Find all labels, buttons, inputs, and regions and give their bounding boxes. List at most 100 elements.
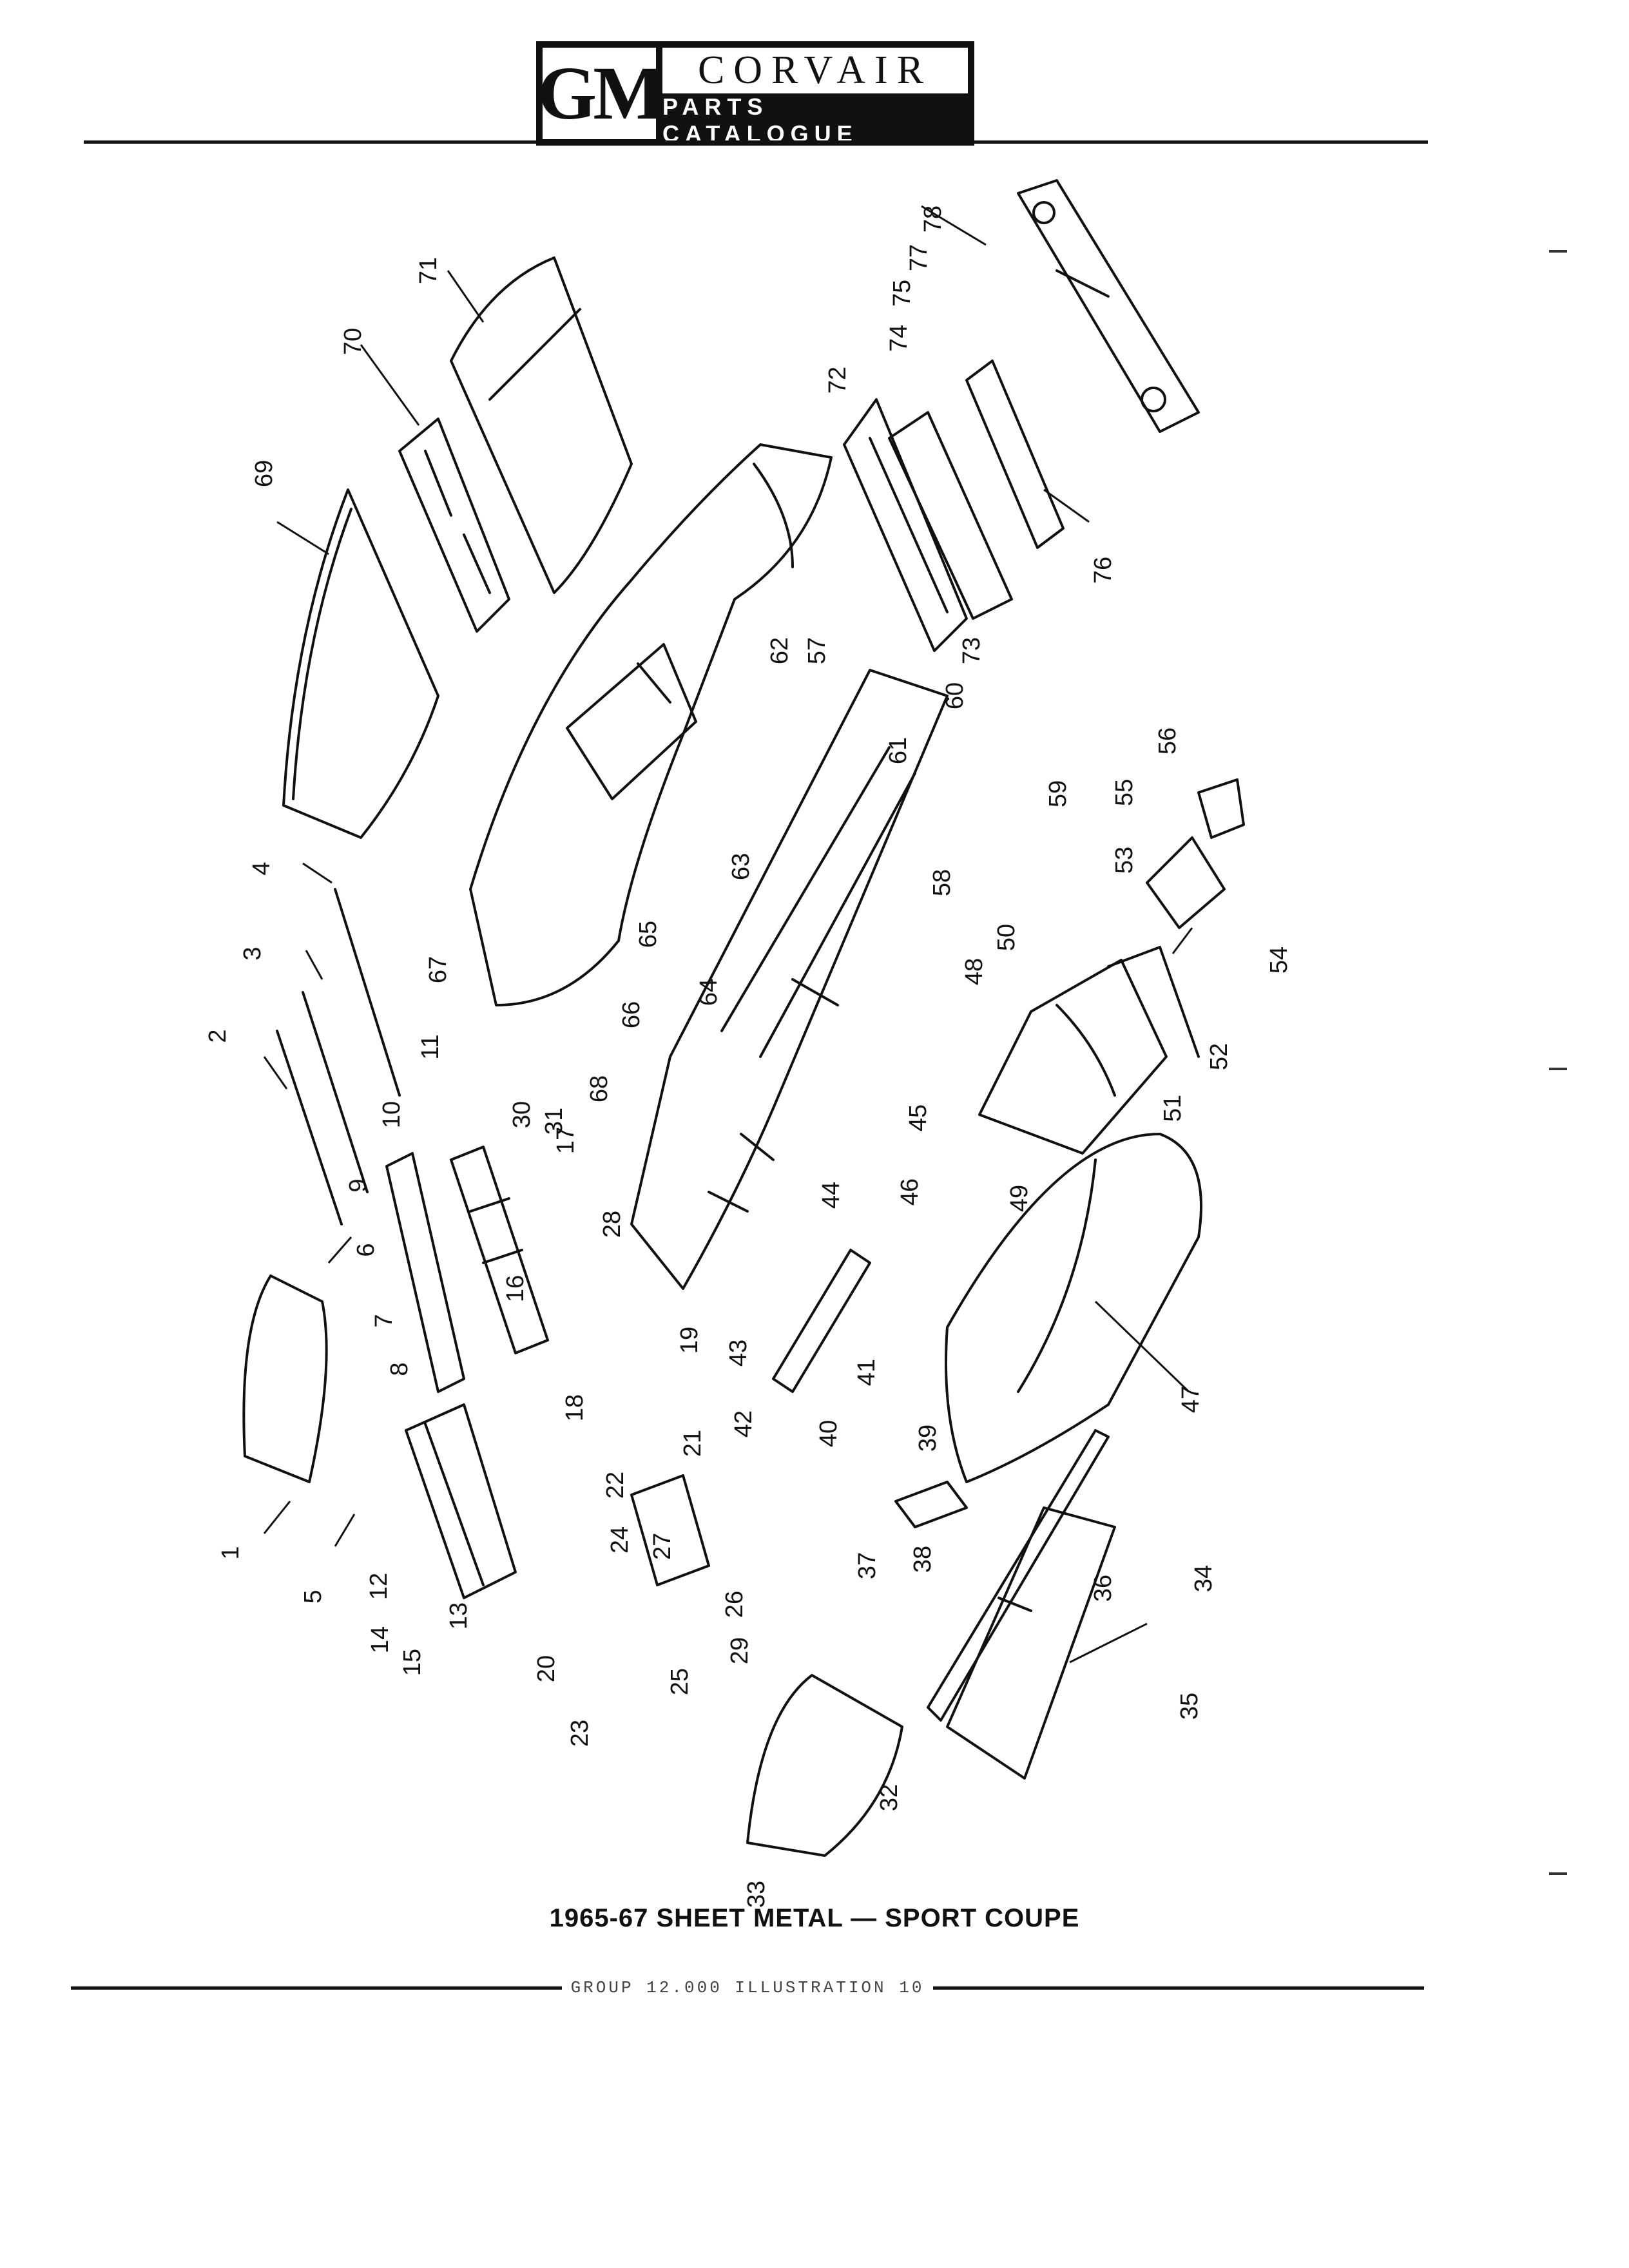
callout-label: 51: [1159, 1094, 1186, 1122]
callout-label: 42: [730, 1410, 757, 1438]
rear-panel-drawing: [843, 360, 1065, 652]
footer: GROUP 12.000 ILLUSTRATION 10: [71, 1975, 1424, 2001]
cowl-drawing: [385, 1152, 465, 1393]
floor-pan-drawing: [630, 669, 949, 1290]
callout-label: 37: [854, 1552, 881, 1580]
leader-lines: [263, 205, 1193, 1664]
callout-label: 53: [1111, 846, 1138, 874]
callout-label: 20: [533, 1655, 560, 1683]
callout-label: 66: [618, 1001, 645, 1029]
door-drawing: [946, 1506, 1116, 1780]
callout-label: 3: [239, 947, 266, 961]
callout-label: 63: [728, 852, 755, 881]
callout-label: 24: [606, 1526, 633, 1554]
callout-label: 57: [804, 637, 831, 665]
callout-label: 71: [415, 256, 442, 285]
callout-label: 31: [541, 1107, 568, 1135]
callout-label: 56: [1154, 727, 1181, 755]
callout-label: 7: [371, 1314, 398, 1328]
wheel-housing-drawing: [746, 1674, 903, 1857]
deck-lid-drawing: [450, 256, 633, 594]
callout-label: 28: [599, 1210, 626, 1238]
small-parts-drawing: [630, 1249, 968, 1586]
callout-label: 29: [726, 1637, 753, 1665]
figure-caption: 1965-67 SHEET METAL — SPORT COUPE: [549, 1904, 1080, 1932]
callout-label: 69: [251, 459, 278, 488]
footer-reference: GROUP 12.000 ILLUSTRATION 10: [570, 1978, 925, 1997]
callout-label: 6: [352, 1243, 380, 1257]
gm-logo-mark: GM: [537, 48, 665, 139]
callout-label: 30: [508, 1100, 535, 1129]
callout-label: 47: [1177, 1385, 1204, 1414]
callout-label: 65: [635, 920, 662, 948]
callout-label: 59: [1045, 780, 1072, 808]
callout-label: 39: [914, 1424, 941, 1452]
callout-label: 78: [920, 205, 947, 233]
callout-label: 1: [217, 1546, 244, 1560]
callout-label: 40: [815, 1419, 842, 1448]
callout-label: 55: [1111, 778, 1138, 807]
callout-label: 36: [1090, 1574, 1117, 1602]
callout-label: 21: [679, 1429, 706, 1457]
callout-label: 34: [1190, 1564, 1217, 1593]
callout-label: 77: [905, 244, 932, 272]
callout-label: 10: [378, 1100, 405, 1129]
bracket-drawing: [1146, 778, 1245, 929]
callout-label: 45: [905, 1104, 932, 1132]
fender-drawing: [945, 1133, 1202, 1483]
footer-rule-right: [933, 1986, 1424, 1990]
callout-label: 41: [853, 1358, 880, 1387]
callout-label: 18: [561, 1394, 588, 1422]
callout-label: 43: [725, 1339, 752, 1367]
callout-label: 22: [602, 1471, 629, 1499]
gm-corvair-logo: GM CORVAIR PARTS CATALOGUE: [536, 41, 974, 147]
callout-label: 23: [566, 1719, 593, 1747]
callout-label: 49: [1006, 1184, 1033, 1213]
callout-label: 54: [1266, 946, 1293, 974]
callout-label: 26: [721, 1590, 748, 1619]
callout-label: 62: [766, 637, 793, 665]
callout-label: 12: [365, 1572, 392, 1600]
callout-label: 74: [885, 324, 912, 352]
callout-label: 5: [300, 1590, 327, 1604]
callout-label: 16: [502, 1274, 529, 1303]
roof-panel-drawing: [282, 488, 439, 839]
footer-rule-left: [71, 1986, 562, 1990]
tail-panel-drawing: [1017, 179, 1200, 433]
callout-label: 11: [417, 1034, 444, 1060]
callout-label: 14: [367, 1626, 394, 1654]
callout-label: 50: [993, 923, 1020, 952]
margin-tick: [1549, 1068, 1567, 1070]
callout-label: 52: [1206, 1043, 1233, 1071]
callout-label: 8: [386, 1362, 413, 1376]
callout-label: 25: [666, 1667, 693, 1696]
callout-label: 48: [961, 957, 988, 986]
callout-label: 75: [889, 279, 916, 307]
callout-label: 46: [896, 1178, 923, 1206]
callout-label: 61: [885, 736, 912, 765]
callout-label: 68: [586, 1075, 613, 1103]
rocker-drawing: [927, 1429, 1110, 1722]
louver-panel-drawing: [398, 418, 510, 633]
callout-label: 76: [1090, 556, 1117, 584]
front-panel-drawing: [405, 1403, 517, 1599]
dash-panel-drawing: [450, 1146, 549, 1354]
callout-label: 70: [340, 327, 367, 356]
front-hood-drawing: [242, 1274, 328, 1483]
callout-label: 72: [824, 366, 851, 394]
callout-label: 19: [676, 1326, 703, 1354]
callout-label: 27: [649, 1532, 676, 1561]
body-shell-drawing: [469, 443, 833, 1006]
brand-name: CORVAIR: [662, 48, 968, 93]
callout-label: 15: [399, 1648, 426, 1677]
callout-label: 73: [958, 637, 985, 665]
callout-label: 13: [445, 1602, 472, 1630]
callout-label: 60: [941, 682, 969, 710]
callout-label: 38: [909, 1545, 936, 1573]
callout-label: 9: [345, 1178, 372, 1193]
brand-stack: CORVAIR PARTS CATALOGUE: [662, 48, 968, 147]
callout-label: 58: [929, 869, 956, 897]
callout-label: 64: [695, 978, 722, 1006]
callout-label: 67: [425, 956, 452, 984]
